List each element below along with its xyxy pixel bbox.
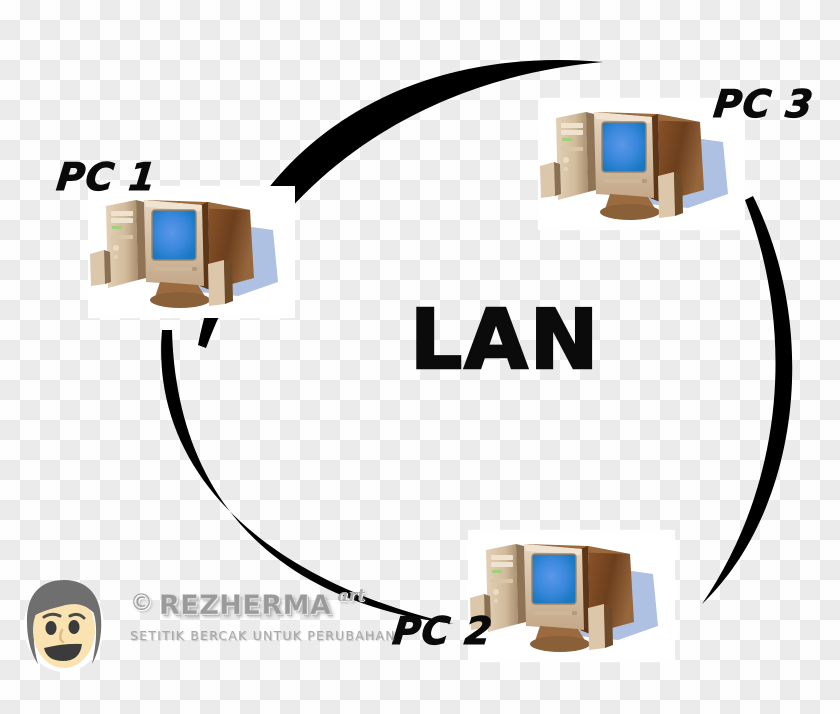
speaker-right xyxy=(588,604,605,650)
monitor-base xyxy=(150,292,210,308)
tower-drive-bay-2 xyxy=(561,130,583,135)
monitor-base xyxy=(530,636,590,652)
avatar-fringe xyxy=(34,586,98,618)
monitor-screen-inner-edge xyxy=(531,553,577,605)
tower-drive-bay-2 xyxy=(491,562,513,567)
tower-led-strip xyxy=(112,226,122,229)
node-label-pc2: PC 2 xyxy=(390,608,495,653)
tower-power-button xyxy=(563,157,569,163)
tower-power-button xyxy=(113,245,119,251)
monitor-bezel-top-hi xyxy=(524,544,582,555)
avatar xyxy=(18,572,110,674)
speaker-right-side xyxy=(674,172,683,216)
tower-floppy-slot xyxy=(111,235,133,239)
tower-power-button xyxy=(493,589,499,595)
monitor-screen xyxy=(602,122,646,172)
watermark-brand-row: © REZHERMA art xyxy=(130,588,370,621)
tower-side xyxy=(136,200,146,280)
avatar-eye-left xyxy=(45,621,57,635)
watermark-brand-suffix: art xyxy=(337,586,366,606)
avatar-eye-right xyxy=(68,620,80,634)
speaker-left xyxy=(540,162,555,198)
speaker-right xyxy=(208,260,225,306)
computer-node-pc1[interactable] xyxy=(88,186,295,318)
monitor-control-strip xyxy=(604,179,642,183)
monitor-control-strip xyxy=(534,611,572,615)
tower-floppy-slot xyxy=(491,579,513,583)
lan-title: LAN xyxy=(409,293,601,388)
tower-drive-bay-1 xyxy=(491,555,513,560)
tower-led-strip xyxy=(562,138,572,141)
speaker-left-side xyxy=(484,594,491,628)
monitor-screen xyxy=(532,554,576,604)
tower-side xyxy=(586,112,596,192)
computer-node-pc3[interactable] xyxy=(538,98,745,230)
monitor-control-strip xyxy=(154,267,192,271)
speaker-left xyxy=(90,250,105,286)
tower-reset-button xyxy=(113,254,119,260)
monitor-power-led xyxy=(642,179,647,183)
monitor-bezel-top-hi xyxy=(144,200,202,211)
watermark: © REZHERMA art SETITIK BERCAK UNTUK PERU… xyxy=(18,568,396,688)
tower-drive-bay-1 xyxy=(561,123,583,128)
tower-floppy-slot xyxy=(561,147,583,151)
watermark-text-block: © REZHERMA art SETITIK BERCAK UNTUK PERU… xyxy=(130,588,396,644)
speaker-left xyxy=(470,594,485,630)
speaker-left-side xyxy=(104,250,111,284)
computer-node-pc2[interactable] xyxy=(468,530,675,662)
node-label-pc1: PC 1 xyxy=(54,154,159,199)
speaker-right-side xyxy=(604,604,613,648)
watermark-brand: REZHERMA xyxy=(159,590,332,621)
monitor-power-led xyxy=(572,611,577,615)
watermark-tagline: SETITIK BERCAK UNTUK PERUBAHAN xyxy=(130,628,396,643)
tower-drive-bay-2 xyxy=(111,218,133,223)
speaker-left-side xyxy=(554,162,561,196)
speaker-right-side xyxy=(224,260,233,304)
avatar-brow-left xyxy=(42,612,62,619)
tower-reset-button xyxy=(563,166,569,172)
avatar-nose xyxy=(59,628,65,644)
tower-side xyxy=(516,544,526,624)
copyright-icon: © xyxy=(130,590,153,616)
tower-drive-bay-1 xyxy=(111,211,133,216)
tower-reset-button xyxy=(493,598,499,604)
tower-led-strip xyxy=(492,570,502,573)
monitor-screen-inner-edge xyxy=(601,121,647,173)
avatar-mouth xyxy=(44,643,82,661)
monitor-screen-inner-edge xyxy=(151,209,197,261)
avatar-brow-right xyxy=(68,612,86,620)
speaker-right xyxy=(658,172,675,218)
monitor-bezel-top-hi xyxy=(594,112,652,123)
monitor-screen xyxy=(152,210,196,260)
monitor-power-led xyxy=(192,267,197,271)
node-label-pc3: PC 3 xyxy=(711,81,816,126)
arc-right-pc3-to-pc2 xyxy=(702,196,793,604)
monitor-base xyxy=(600,204,660,220)
